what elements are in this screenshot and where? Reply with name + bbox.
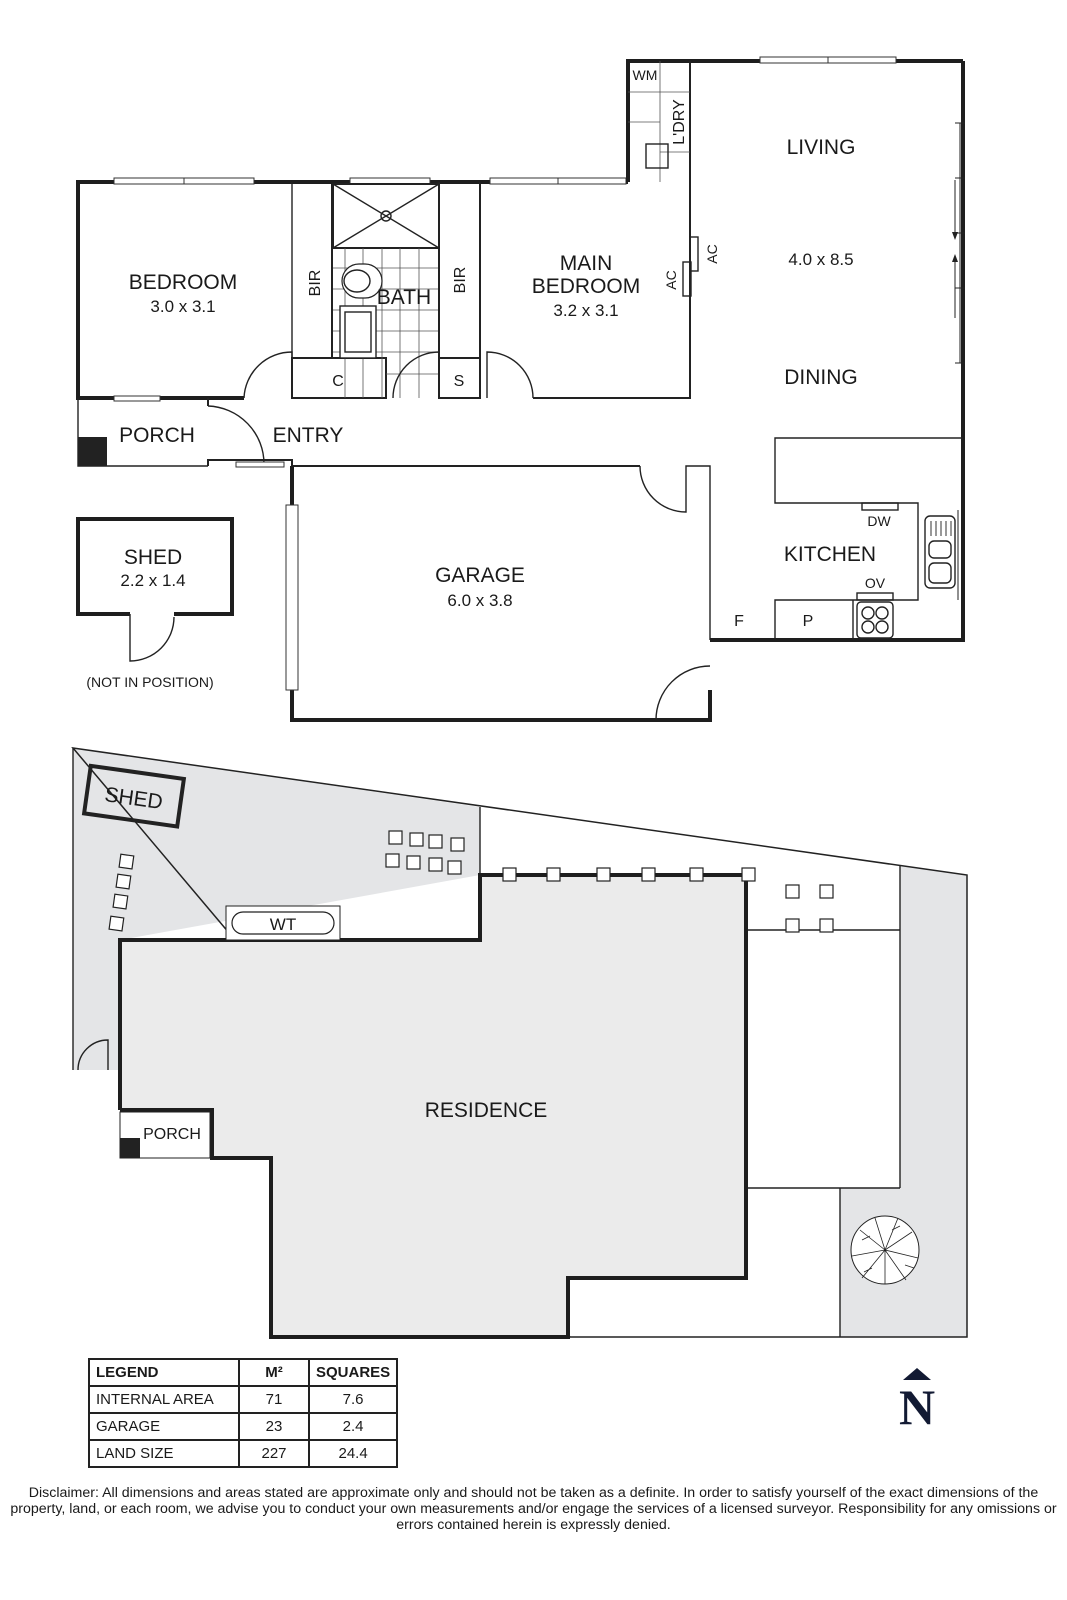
living-dims: 4.0 x 8.5 xyxy=(788,250,853,269)
room-laundry: WM L'DRY xyxy=(626,59,963,182)
legend-row: INTERNAL AREA 71 7.6 xyxy=(88,1385,399,1414)
bath-label: BATH xyxy=(377,286,431,309)
washing-machine-label: WM xyxy=(633,67,658,83)
main-bedroom-label-1: MAIN xyxy=(560,252,613,275)
residence-label: RESIDENCE xyxy=(425,1099,548,1122)
legend-header-label: LEGEND xyxy=(88,1358,240,1387)
store-label: S xyxy=(454,373,465,390)
north-label: N xyxy=(898,1379,936,1435)
legend-row: GARAGE 23 2.4 xyxy=(88,1412,399,1441)
bedroom-dims: 3.0 x 3.1 xyxy=(150,297,215,316)
north-arrow-icon xyxy=(903,1368,931,1380)
residence-footprint xyxy=(120,875,746,1337)
bir-left-label: BIR xyxy=(307,270,324,297)
room-kitchen: DW OV F P KITCHEN xyxy=(734,437,963,640)
main-bedroom-label-2: BEDROOM xyxy=(532,275,641,298)
area-legend-table: LEGEND M² SQUARES INTERNAL AREA 71 7.6 G… xyxy=(88,1358,399,1468)
legend-row-label: INTERNAL AREA xyxy=(88,1385,240,1414)
legend-row-squares: 7.6 xyxy=(307,1385,399,1414)
legend-row: LAND SIZE 227 24.4 xyxy=(88,1439,399,1468)
room-porch-entry: PORCH ENTRY xyxy=(77,398,344,468)
shed-note: (NOT IN POSITION) xyxy=(86,674,213,690)
bir-right-label: BIR xyxy=(452,267,469,294)
tree-icon xyxy=(850,1215,920,1285)
floor-plan: BEDROOM 3.0 x 3.1 BIR C xyxy=(76,56,965,722)
legend-row-squares: 2.4 xyxy=(307,1412,399,1441)
legend-row-squares: 24.4 xyxy=(307,1439,399,1468)
laundry-label: L'DRY xyxy=(671,99,688,145)
site-porch-label: PORCH xyxy=(143,1126,201,1143)
legend-row-label: GARAGE xyxy=(88,1412,240,1441)
living-label: LIVING xyxy=(787,136,856,159)
legend-row-m2: 23 xyxy=(238,1412,310,1441)
water-tank-label: WT xyxy=(270,915,296,934)
legend-row-m2: 227 xyxy=(238,1439,310,1468)
disclaimer-text: Disclaimer: All dimensions and areas sta… xyxy=(10,1485,1057,1533)
room-main-bedroom: AC AC MAIN BEDROOM 3.2 x 3.1 xyxy=(480,177,720,399)
room-shed: SHED 2.2 x 1.4 (NOT IN POSITION) xyxy=(76,517,234,690)
room-garage: GARAGE 6.0 x 3.8 xyxy=(285,465,712,722)
legend-row-label: LAND SIZE xyxy=(88,1439,240,1468)
pavers xyxy=(108,830,834,933)
cupboard-label: C xyxy=(332,373,344,390)
legend-header-row: LEGEND M² SQUARES xyxy=(88,1358,399,1387)
dishwasher-label: DW xyxy=(867,513,891,529)
site-plan: SHED WT RESIDENCE PORCH xyxy=(71,746,968,1339)
dining-label: DINING xyxy=(784,366,858,389)
shed-label: SHED xyxy=(124,546,182,569)
bedroom-label: BEDROOM xyxy=(129,271,238,294)
room-bedroom: BEDROOM 3.0 x 3.1 xyxy=(76,177,293,402)
entry-label: ENTRY xyxy=(273,424,344,447)
ac-1-label: AC xyxy=(663,270,679,289)
legend-header-squares: SQUARES xyxy=(307,1358,399,1387)
room-living-dining: LIVING 4.0 x 8.5 DINING xyxy=(710,56,965,642)
garage-label: GARAGE xyxy=(435,564,525,587)
garage-dims: 6.0 x 3.8 xyxy=(447,591,512,610)
kitchen-label: KITCHEN xyxy=(784,543,876,566)
fridge-label: F xyxy=(734,613,744,630)
bir-left: BIR C xyxy=(291,182,387,399)
main-bedroom-dims: 3.2 x 3.1 xyxy=(553,301,618,320)
bir-right: BIR S xyxy=(438,182,481,399)
room-bath: BATH xyxy=(292,177,480,399)
shed-dims: 2.2 x 1.4 xyxy=(120,571,185,590)
oven-label: OV xyxy=(865,575,886,591)
north-compass: N xyxy=(892,1368,942,1432)
porch-label: PORCH xyxy=(119,424,195,447)
ac-2-label: AC xyxy=(704,244,720,263)
legend-header-m2: M² xyxy=(238,1358,310,1387)
legend-row-m2: 71 xyxy=(238,1385,310,1414)
pantry-label: P xyxy=(803,613,814,630)
